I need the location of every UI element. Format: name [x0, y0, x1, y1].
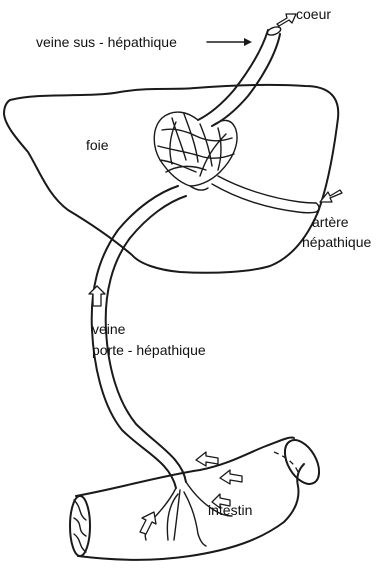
portal-vein-right: [106, 196, 186, 482]
label-foie: foie: [86, 137, 109, 153]
intestine-right-end: [278, 434, 326, 490]
label-veine-porte-line2: porte - hépathique: [92, 342, 206, 358]
hepatic-artery-bottom: [212, 184, 316, 213]
hepatic-vein-pointer-head: [244, 38, 252, 46]
hepatic-artery-end: [316, 203, 319, 212]
label-artere-line2: hépathique: [302, 234, 371, 250]
label-intestin: intestin: [208, 502, 252, 518]
label-veine-porte-line1: veine: [92, 321, 125, 337]
hepatic-vein-tube-left: [198, 30, 268, 120]
hepatic-artery-top: [218, 176, 316, 203]
arrow-intestine-mid: [220, 470, 242, 484]
intestine-outline: [76, 437, 304, 559]
arrow-intestine-left: [140, 512, 156, 534]
hepatic-vein-tube-right: [212, 34, 280, 126]
arrow-to-heart: [277, 14, 296, 26]
label-artere-line1: artère: [312, 214, 349, 230]
arrow-intestine-upper: [196, 452, 218, 466]
label-veine-sus-hepatique: veine sus - hépathique: [36, 34, 177, 50]
liver-vessel-network: [154, 112, 237, 190]
label-coeur: coeur: [296, 6, 331, 22]
intestine-left-folds: [74, 500, 86, 552]
